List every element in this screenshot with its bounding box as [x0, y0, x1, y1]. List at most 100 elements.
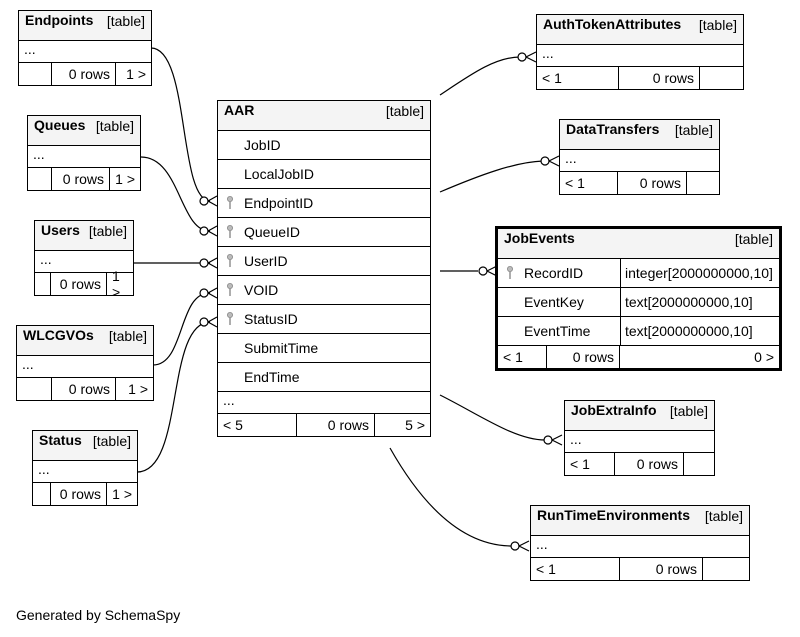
- ellipsis: ...: [565, 431, 714, 453]
- table-kind: [table]: [106, 13, 145, 29]
- parents-count: [33, 483, 51, 505]
- column-row[interactable]: EventKey text[2000000000,10]: [498, 288, 779, 317]
- column-name: EndTime: [244, 369, 300, 385]
- column-name: EventKey: [524, 294, 584, 310]
- column-type: integer[2000000000,10]: [620, 259, 773, 287]
- column-row[interactable]: UserID: [218, 247, 430, 276]
- table-kind: [table]: [95, 118, 134, 134]
- children-count: [700, 67, 743, 89]
- row-count: 0 rows: [618, 172, 687, 194]
- column-name: EndpointID: [244, 195, 314, 211]
- ellipsis: ...: [218, 392, 430, 414]
- column-row[interactable]: JobID: [218, 131, 430, 160]
- column-row[interactable]: VOID: [218, 276, 430, 305]
- ellipsis: ...: [537, 45, 743, 67]
- ellipsis: ...: [35, 251, 133, 273]
- key-icon: [507, 266, 513, 279]
- column-name: RecordID: [524, 265, 584, 281]
- column-type: text[2000000000,10]: [620, 317, 753, 345]
- column-row[interactable]: LocalJobID: [218, 160, 430, 189]
- table-aar[interactable]: AAR [table] JobID LocalJobID EndpointID Queu…: [217, 100, 431, 437]
- children-count: [687, 172, 719, 194]
- ellipsis: ...: [33, 461, 137, 483]
- parents-count: [19, 63, 52, 85]
- column-row[interactable]: RecordID integer[2000000000,10]: [498, 259, 779, 288]
- table-queues[interactable]: Queues [table] ... 0 rows 1 >: [27, 115, 141, 191]
- ellipsis: ...: [28, 146, 140, 168]
- table-kind: [table]: [108, 328, 147, 344]
- edge-aar-jobextrainfo: [439, 394, 546, 441]
- column-name: StatusID: [244, 311, 298, 327]
- children-count: 1 >: [112, 486, 132, 502]
- key-icon: [227, 254, 233, 267]
- parents-count: [35, 273, 51, 295]
- column-row[interactable]: EndpointID: [218, 189, 430, 218]
- table-name: Queues: [34, 117, 86, 133]
- row-count: 0 rows: [52, 168, 110, 190]
- row-count: 0 rows: [620, 558, 703, 580]
- row-count: 0 rows: [619, 67, 700, 89]
- row-count: 0 rows: [52, 63, 116, 85]
- key-icon: [227, 196, 233, 209]
- key-icon: [227, 225, 233, 238]
- parents-count: < 5: [218, 414, 297, 436]
- table-kind: [table]: [734, 231, 773, 247]
- edge-aar-datatransfers: [439, 160, 544, 193]
- table-kind: [table]: [674, 122, 713, 138]
- edge-aar-runtimeenv: [389, 447, 513, 547]
- children-count: 5 >: [405, 417, 425, 433]
- row-count: 0 rows: [51, 483, 107, 505]
- table-jobevents[interactable]: JobEvents [table] RecordID integer[2000000…: [495, 226, 782, 371]
- column-row[interactable]: EventTime text[2000000000,10]: [498, 317, 779, 346]
- table-kind: [table]: [704, 508, 743, 524]
- row-count: 0 rows: [51, 273, 107, 295]
- ellipsis: ...: [17, 356, 153, 378]
- column-name: QueueID: [244, 224, 301, 240]
- table-kind: [table]: [92, 433, 131, 449]
- row-count: 0 rows: [52, 378, 116, 400]
- column-name: SubmitTime: [244, 340, 319, 356]
- parents-count: < 1: [498, 346, 547, 368]
- parents-count: < 1: [531, 558, 620, 580]
- generated-by-credit: Generated by SchemaSpy: [16, 607, 181, 623]
- children-count: 1 >: [128, 381, 148, 397]
- edge-wlcgvos-aar: [152, 292, 211, 366]
- column-row[interactable]: StatusID: [218, 305, 430, 334]
- parents-count: [17, 378, 52, 400]
- table-name: JobEvents: [504, 230, 575, 246]
- edge-status-aar: [136, 321, 211, 473]
- row-count: 0 rows: [547, 346, 620, 368]
- table-kind: [table]: [385, 103, 424, 119]
- table-status[interactable]: Status [table] ... 0 rows 1 >: [32, 430, 138, 506]
- children-count: 0 >: [754, 349, 774, 365]
- row-count: 0 rows: [615, 453, 684, 475]
- children-count: 1 >: [115, 171, 135, 187]
- column-row[interactable]: EndTime: [218, 363, 430, 392]
- ellipsis: ...: [560, 150, 719, 172]
- table-name: Status: [39, 432, 82, 448]
- children-count: 1 >: [112, 268, 121, 300]
- column-type: text[2000000000,10]: [620, 288, 753, 316]
- column-name: UserID: [244, 253, 288, 269]
- table-kind: [table]: [698, 17, 737, 33]
- column-row[interactable]: SubmitTime: [218, 334, 430, 363]
- column-name: VOID: [244, 282, 279, 298]
- ellipsis: ...: [531, 536, 749, 558]
- table-kind: [table]: [669, 403, 708, 419]
- table-name: AAR: [224, 102, 255, 118]
- row-count: 0 rows: [297, 414, 375, 436]
- parents-count: [28, 168, 52, 190]
- column-name: JobID: [244, 137, 281, 153]
- ellipsis: ...: [19, 41, 151, 63]
- column-row[interactable]: QueueID: [218, 218, 430, 247]
- column-name: LocalJobID: [244, 166, 315, 182]
- column-name: EventTime: [524, 323, 591, 339]
